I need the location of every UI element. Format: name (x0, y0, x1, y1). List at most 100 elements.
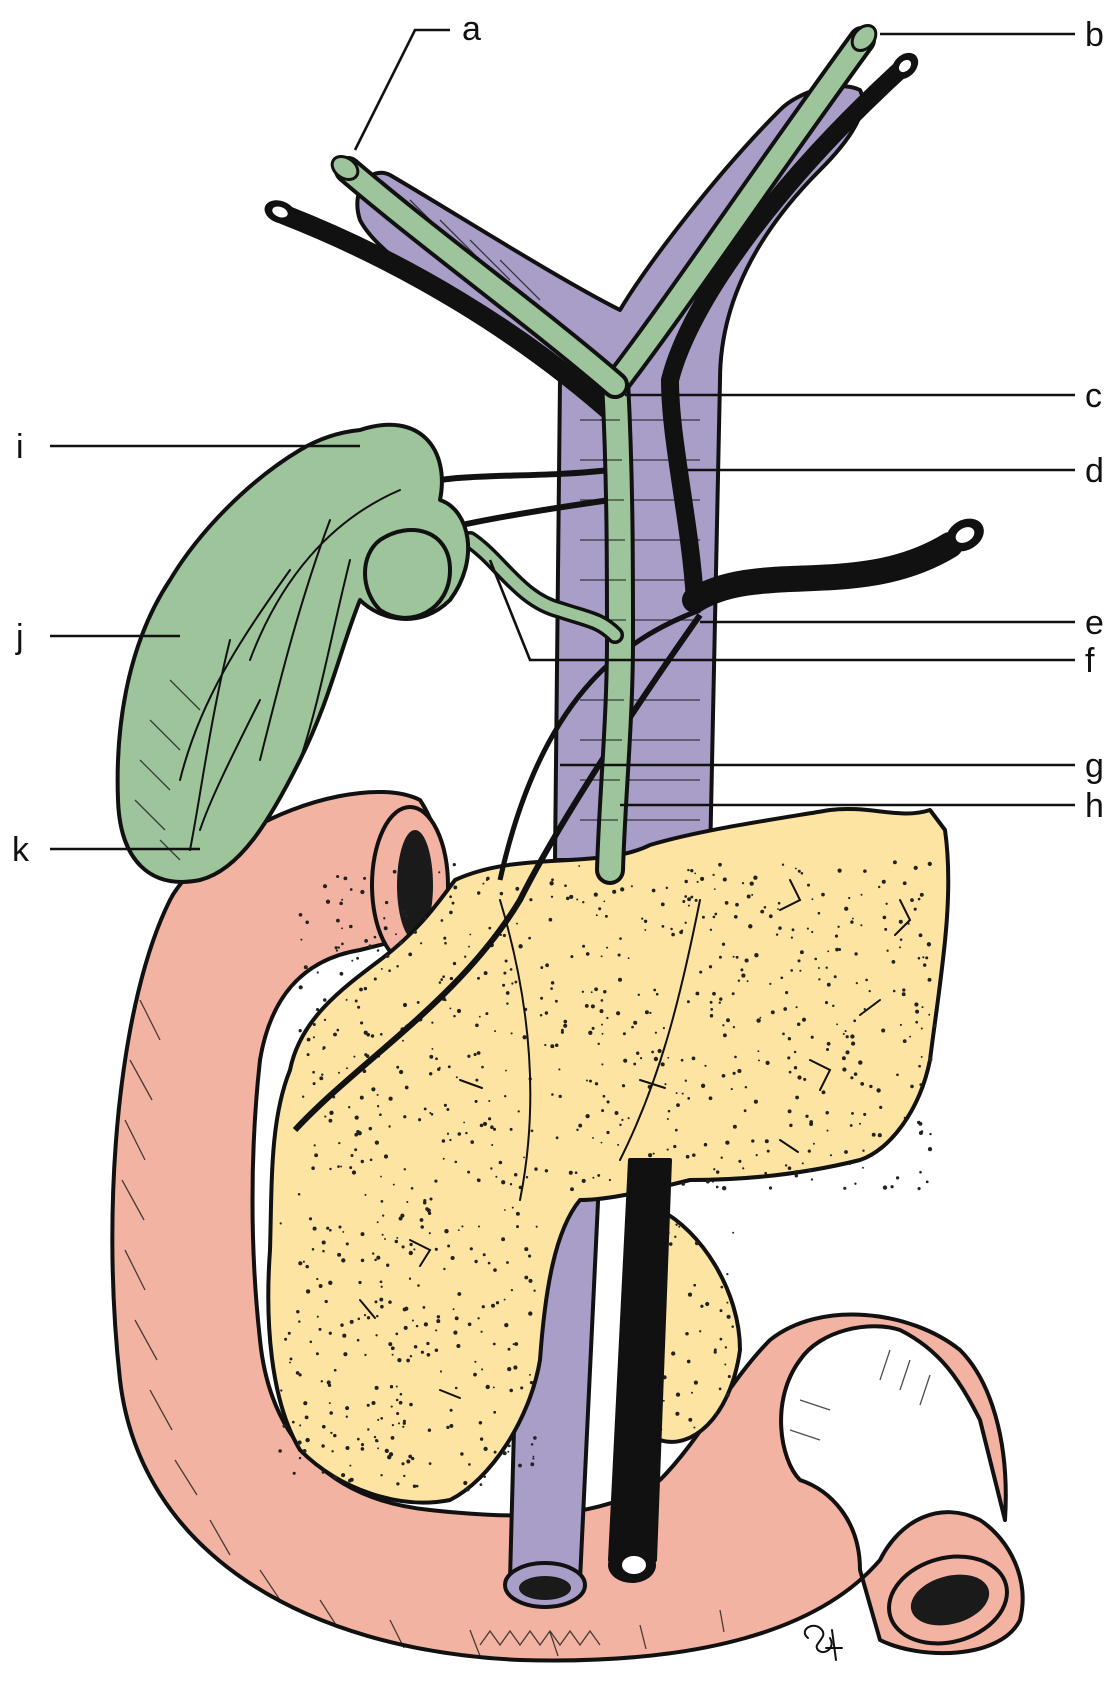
stipple-dot (488, 1117, 492, 1121)
stipple-dot (325, 899, 331, 904)
stipple-dot (501, 1237, 506, 1242)
stipple-dot (825, 966, 828, 969)
stipple-dot (482, 882, 485, 885)
stipple-dot (518, 944, 523, 949)
stipple-dot (339, 971, 344, 976)
stipple-dot (438, 871, 441, 874)
stipple-dot (280, 1389, 283, 1392)
stipple-dot (849, 1124, 853, 1127)
stipple-dot (413, 1345, 418, 1349)
stipple-dot (396, 1411, 400, 1416)
stipple-dot (726, 1273, 729, 1276)
stipple-dot (374, 1385, 379, 1390)
stipple-dot (371, 1400, 376, 1406)
stipple-dot (338, 1225, 342, 1229)
stipple-dot (452, 862, 456, 867)
stipple-dot (682, 900, 686, 903)
stipple-dot (898, 946, 902, 949)
stipple-dot (601, 1032, 604, 1035)
stipple-dot (627, 1117, 630, 1120)
stipple-dot (388, 1342, 393, 1347)
stipple-dot (560, 1030, 564, 1034)
stipple-dot (416, 1000, 420, 1004)
stipple-dot (576, 898, 579, 901)
stipple-dot (367, 1428, 370, 1431)
stipple-dot (585, 1113, 590, 1119)
stipple-dot (380, 1285, 383, 1288)
stipple-dot (842, 1067, 847, 1072)
stipple-dot (766, 1149, 770, 1153)
stipple-dot (336, 874, 340, 879)
stipple-dot (737, 979, 741, 982)
stipple-dot (328, 1331, 332, 1335)
stipple-dot (529, 898, 533, 902)
stipple-dot (727, 1374, 731, 1379)
stipple-dot (388, 1300, 392, 1304)
label-d: d (1085, 452, 1104, 490)
stipple-dot (853, 1019, 857, 1023)
label-a: a (462, 10, 481, 48)
stipple-dot (509, 1183, 513, 1186)
stipple-dot (838, 948, 842, 951)
stipple-dot (693, 1426, 696, 1429)
stipple-dot (719, 1309, 723, 1313)
stipple-dot (915, 1009, 920, 1014)
stipple-dot (328, 1118, 333, 1123)
stipple-dot (814, 957, 818, 961)
stipple-dot (660, 1062, 665, 1067)
stipple-dot (690, 895, 694, 899)
stipple-dot (434, 1348, 439, 1353)
stipple-dot (376, 1440, 379, 1443)
stipple-dot (621, 1118, 624, 1122)
stipple-dot (694, 872, 697, 875)
stipple-dot (807, 1149, 811, 1153)
stipple-dot (641, 917, 644, 920)
stipple-dot (865, 978, 868, 982)
stipple-dot (353, 1055, 356, 1058)
stipple-dot (467, 1054, 471, 1058)
stipple-dot (509, 1127, 513, 1131)
stipple-dot (442, 975, 445, 979)
stipple-dot (303, 1401, 308, 1406)
stipple-dot (534, 1167, 538, 1171)
stipple-dot (356, 1129, 360, 1134)
artery-lumen-top-right (898, 59, 912, 73)
stipple-dot (863, 1008, 866, 1011)
stipple-dot (850, 1076, 854, 1080)
stipple-dot (463, 1480, 468, 1486)
stipple-dot (282, 1424, 287, 1428)
stipple-dot (324, 1299, 328, 1304)
stipple-dot (507, 1444, 511, 1448)
stipple-dot (853, 1072, 858, 1076)
stipple-dot (688, 1417, 693, 1422)
stipple-dot (722, 1033, 727, 1038)
stipple-dot (298, 1456, 302, 1460)
stipple-dot (495, 1301, 500, 1305)
stipple-dot (686, 1000, 690, 1004)
stipple-dot (578, 865, 581, 867)
stipple-dot (724, 1346, 728, 1349)
stipple-dot (601, 1063, 604, 1066)
stipple-dot (330, 1431, 333, 1435)
stipple-dot (551, 1093, 554, 1096)
stipple-dot (383, 917, 386, 920)
stipple-dot (528, 1311, 533, 1316)
stipple-dot (806, 883, 811, 887)
stipple-dot (345, 1406, 350, 1411)
stipple-dot (417, 1284, 420, 1287)
stipple-dot (318, 1327, 322, 1331)
stipple-dot (449, 976, 454, 981)
stipple-dot (718, 955, 722, 959)
stipple-dot (423, 1198, 427, 1203)
stipple-dot (731, 1325, 734, 1328)
stipple-dot (463, 1121, 466, 1124)
stipple-dot (721, 1073, 726, 1078)
stipple-dot (321, 1470, 325, 1474)
stipple-dot (340, 1323, 344, 1327)
stipple-dot (491, 1303, 495, 1308)
stipple-dot (836, 1023, 839, 1026)
stipple-dot (449, 1138, 452, 1142)
stipple-dot (612, 889, 617, 894)
stipple-dot (428, 1462, 432, 1465)
stipple-dot (305, 920, 309, 925)
